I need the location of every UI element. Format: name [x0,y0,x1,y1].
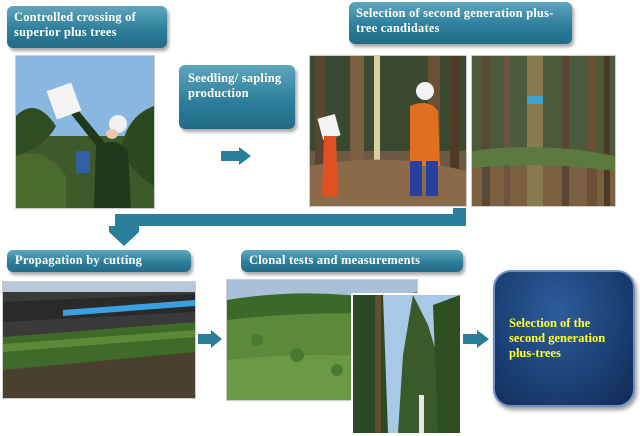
photo-crossing [15,55,155,209]
arrow-right-icon-1 [221,147,251,165]
label-controlled-crossing: Controlled crossing of superior plus tre… [7,6,167,48]
label-seedling-production-text: Seedling/ sapling production [188,71,282,100]
label-controlled-crossing-text: Controlled crossing of superior plus tre… [14,10,136,39]
label-selection-candidates-text: Selection of second generation plus-tree… [356,6,554,35]
label-seedling-production: Seedling/ sapling production [179,65,295,129]
photo-selection-left [309,55,467,207]
photo-clonal-cedar [351,293,462,435]
final-selection-text: Selection of the second generation plus-… [509,316,606,360]
label-clonal-tests-text: Clonal tests and measurements [249,253,421,267]
label-clonal-tests: Clonal tests and measurements [241,250,463,272]
photo-selection-right [471,55,616,207]
label-propagation: Propagation by cutting [7,250,191,272]
photo-propagation [2,281,196,399]
arrow-right-icon-3 [463,330,489,348]
final-selection-box: Selection of the second generation plus-… [493,270,635,407]
arrow-return-icon [109,208,466,246]
label-propagation-text: Propagation by cutting [15,253,143,267]
label-selection-candidates: Selection of second generation plus-tree… [349,2,572,44]
arrow-right-icon-2 [198,330,222,348]
